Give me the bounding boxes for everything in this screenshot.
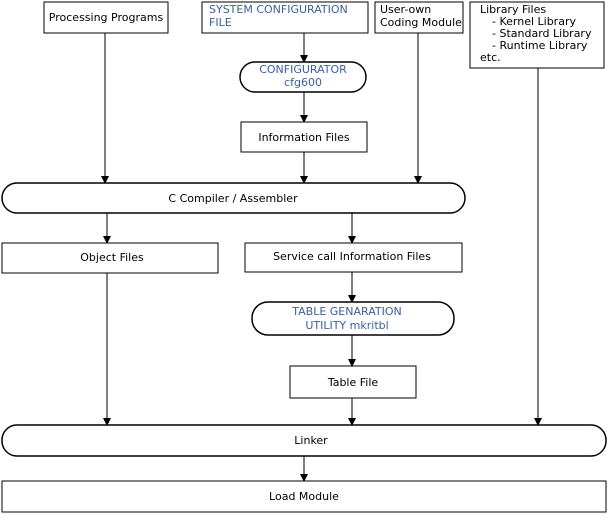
node-linker: Linker xyxy=(1,424,607,457)
library-etc: etc. xyxy=(480,51,501,64)
node-library-files: Library Files - Kernel Library - Standar… xyxy=(469,1,605,69)
node-object-files: Object Files xyxy=(1,242,219,274)
table-generation-line-2: UTILITY mkritbl xyxy=(305,319,388,332)
c-compiler-label: C Compiler / Assembler xyxy=(168,192,298,205)
node-table-generation-utility: TABLE GENARATION UTILITY mkritbl xyxy=(251,301,455,336)
configurator-line-1: CONFIGURATOR xyxy=(259,63,347,76)
table-file-label: Table File xyxy=(327,376,379,389)
node-user-own-coding-module: User-own Coding Module xyxy=(374,1,464,34)
service-call-label: Service call Information Files xyxy=(273,250,431,263)
information-files-label: Information Files xyxy=(258,131,350,144)
library-kernel: - Kernel Library xyxy=(492,15,576,28)
linker-label: Linker xyxy=(294,434,328,447)
node-configurator: CONFIGURATOR cfg600 xyxy=(239,61,367,93)
library-runtime: - Runtime Library xyxy=(492,39,588,52)
user-own-line-1: User-own xyxy=(380,3,431,16)
object-files-label: Object Files xyxy=(80,251,144,264)
node-processing-programs: Processing Programs xyxy=(43,1,169,34)
node-c-compiler-assembler: C Compiler / Assembler xyxy=(1,182,466,214)
system-config-line-2: FILE xyxy=(209,16,232,29)
node-load-module: Load Module xyxy=(1,480,607,513)
library-files-title: Library Files xyxy=(480,3,546,16)
configurator-line-2: cfg600 xyxy=(284,76,322,89)
library-standard: - Standard Library xyxy=(492,27,592,40)
user-own-line-2: Coding Module xyxy=(380,16,462,29)
load-module-label: Load Module xyxy=(269,490,339,503)
edges xyxy=(101,33,542,482)
node-information-files: Information Files xyxy=(240,121,368,153)
table-generation-line-1: TABLE GENARATION xyxy=(291,305,401,318)
processing-programs-label: Processing Programs xyxy=(49,11,164,24)
node-service-call-information-files: Service call Information Files xyxy=(244,242,463,273)
node-table-file: Table File xyxy=(289,365,417,399)
system-config-line-1: SYSTEM CONFIGURATION xyxy=(209,3,348,16)
node-system-configuration-file: SYSTEM CONFIGURATION FILE xyxy=(201,1,369,34)
